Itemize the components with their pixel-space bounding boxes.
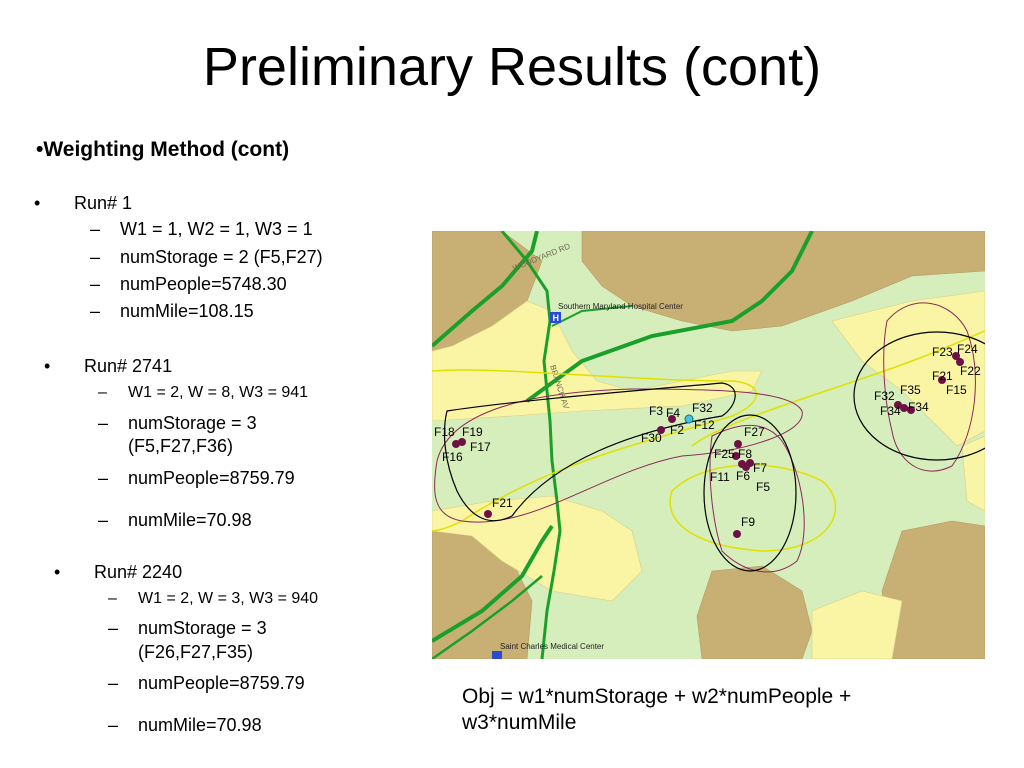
run-1-item: – numPeople=5748.30	[90, 274, 287, 294]
facility-label: F15	[946, 383, 967, 397]
facility-label: F17	[470, 440, 491, 454]
selected-coverage-outline	[703, 414, 797, 572]
facility-label: F22	[960, 364, 981, 378]
run-2741-item: – W1 = 2, W = 8, W3 = 941	[98, 384, 309, 401]
facility-point	[894, 401, 902, 409]
facility-point	[956, 358, 964, 366]
facility-point	[732, 452, 740, 460]
facility-label: F25	[714, 447, 735, 461]
facility-label: F35	[900, 383, 921, 397]
caption-line: Obj = w1*numStorage + w2*numPeople +	[462, 685, 852, 708]
pale-yellow-region	[811, 590, 903, 659]
facility-label: F8	[738, 447, 752, 461]
slide-title: Preliminary Results (cont)	[202, 37, 822, 97]
bullet-glyph: •	[34, 193, 41, 213]
objective-function-caption: Obj = w1*numStorage + w2*numPeople + w3*…	[462, 684, 1002, 737]
run-2240-item: – W1 = 2, W = 3, W3 = 940	[108, 590, 319, 607]
facility-label: F18	[434, 425, 455, 439]
facility-point-highlight	[684, 414, 694, 424]
bullet-glyph: •	[54, 562, 61, 582]
road	[551, 305, 633, 327]
selected-coverage-outline	[853, 331, 985, 461]
run-1-item: – numStorage = 2 (F5,F27)	[90, 247, 323, 267]
tan-region	[696, 565, 813, 659]
run-2240-item: – numStorage = 3	[108, 618, 267, 638]
road	[500, 231, 562, 659]
facility-label: F12	[694, 418, 715, 432]
hospital-icon	[492, 651, 502, 659]
run-1-item: – W1 = 1, W2 = 1, W3 = 1	[90, 219, 313, 239]
facility-label: F2	[670, 423, 684, 437]
facility-label: F5	[756, 480, 770, 494]
facility-point	[734, 440, 742, 448]
run-2240-item: – numPeople=8759.79	[108, 673, 305, 693]
run-2741-label: • Run# 2741	[44, 356, 173, 376]
run-2240-label: • Run# 2240	[54, 562, 183, 582]
facility-label: F21	[932, 369, 953, 383]
run-2741-item: – numMile=70.98	[98, 510, 252, 530]
hospital-icon	[550, 312, 561, 323]
coverage-outline	[883, 302, 976, 472]
landmark-label-saint-charles: Saint Charles Medical Center	[500, 642, 604, 651]
facility-label: F9	[741, 515, 755, 529]
facility-label: F32	[874, 389, 895, 403]
facility-label: F16	[442, 450, 463, 464]
yellow-coverage-outline	[691, 330, 985, 447]
road	[432, 231, 539, 348]
facility-label: F7	[753, 461, 767, 475]
selected-coverage-outline	[443, 382, 736, 522]
hospital-icon-glyph: H	[553, 313, 560, 323]
landmark-label-southern-maryland: Southern Maryland Hospital Center	[558, 302, 683, 311]
facility-point	[733, 530, 741, 538]
facility-label: F4	[666, 406, 680, 420]
pale-yellow-region	[961, 435, 985, 512]
run-2240-item: – numMile=70.98	[108, 715, 262, 735]
run-1-item: – numMile=108.15	[90, 301, 254, 321]
facility-point	[900, 404, 908, 412]
road	[525, 231, 814, 403]
facility-label: F23	[932, 345, 953, 359]
facility-points	[452, 352, 964, 538]
facility-label: F3	[649, 404, 663, 418]
tan-region	[881, 520, 985, 659]
facility-point	[484, 510, 492, 518]
run-2741-item: – numPeople=8759.79	[98, 468, 295, 488]
facility-point	[938, 376, 946, 384]
run-2741-item-continuation: (F5,F27,F36)	[128, 436, 234, 456]
road	[432, 524, 554, 643]
run-2741-item: – numStorage = 3	[98, 413, 257, 433]
facility-label: F24	[957, 342, 978, 356]
facility-label: F30	[641, 431, 662, 445]
run-1-label: • Run# 1	[34, 193, 133, 213]
yellow-coverage-outline	[669, 464, 837, 552]
facility-label: F6	[736, 469, 750, 483]
bullet-glyph: •	[44, 356, 51, 376]
facility-label: F34	[880, 404, 901, 418]
pale-yellow-region	[831, 290, 985, 447]
facility-label: F19	[462, 425, 483, 439]
caption-line: w3*numMile	[462, 711, 577, 735]
coverage-outline	[434, 388, 803, 523]
facility-point	[742, 463, 750, 471]
facility-point	[952, 352, 960, 360]
coverage-outline	[709, 424, 805, 573]
facility-label: F34	[908, 400, 929, 414]
facility-point	[657, 426, 665, 434]
facility-point	[907, 406, 915, 414]
facility-point	[668, 415, 676, 423]
road	[432, 575, 543, 659]
facility-label: F27	[744, 425, 765, 439]
facility-label: F11	[710, 470, 730, 484]
pale-yellow-region	[432, 300, 763, 422]
facility-map: WOODYARD RD BRANCH AV H Southern Marylan…	[432, 231, 985, 659]
facility-point	[458, 438, 466, 446]
run-2240-item-continuation: (F26,F27,F35)	[138, 642, 254, 662]
facility-label: F32	[692, 401, 713, 415]
section-heading: •Weighting Method (cont)	[36, 138, 290, 161]
facility-label: F21	[492, 496, 513, 510]
